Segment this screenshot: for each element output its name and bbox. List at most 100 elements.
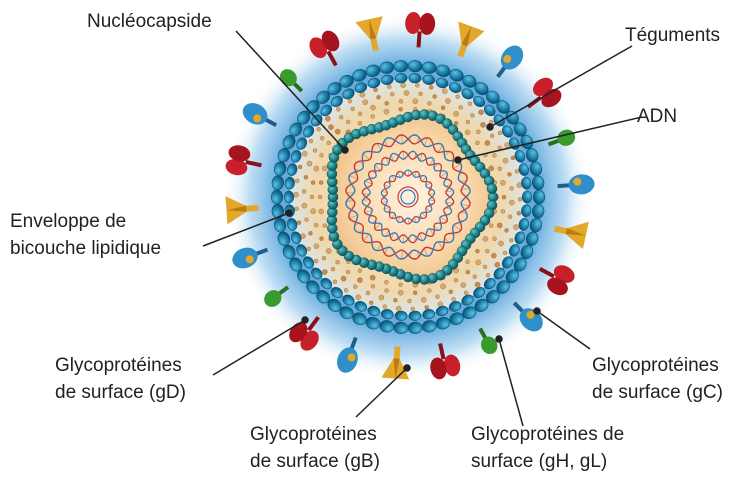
tegument-granule xyxy=(466,270,470,274)
tegument-granule xyxy=(468,102,472,106)
tegument-granule xyxy=(314,166,319,171)
tegument-granule xyxy=(485,140,490,145)
tegument-granule xyxy=(498,167,502,171)
tegument-granule xyxy=(399,283,403,287)
tegument-granule xyxy=(371,284,375,288)
tegument-granule xyxy=(454,278,458,282)
tegument-granule xyxy=(333,280,337,284)
label-gc-line1: Glycoprotéines xyxy=(592,352,723,379)
tegument-granule xyxy=(385,101,389,105)
tegument-granule xyxy=(483,265,487,269)
leader-dot-gh xyxy=(496,336,502,342)
tegument-granule xyxy=(466,260,470,264)
label-gd-line1: Glycoprotéines xyxy=(55,352,186,379)
tegument-granule xyxy=(483,236,488,241)
tegument-granule xyxy=(396,306,401,311)
tegument-granule xyxy=(302,151,307,156)
tegument-granule xyxy=(383,305,387,309)
virion xyxy=(224,11,595,381)
tegument-granule xyxy=(459,105,463,109)
label-gb-line2: de surface (gB) xyxy=(250,448,380,475)
tegument-granule xyxy=(319,209,324,214)
tegument-granule xyxy=(465,130,470,135)
tegument-granule xyxy=(501,209,505,213)
tegument-granule xyxy=(509,238,513,242)
label-envelope-line1: Enveloppe de xyxy=(10,208,161,235)
tegument-granule xyxy=(370,275,375,280)
tegument-granule xyxy=(336,260,340,264)
tegument-granule xyxy=(427,101,431,105)
tegument-granule xyxy=(440,284,445,289)
tegument-granule xyxy=(313,149,317,153)
tegument-granule xyxy=(328,125,333,130)
tegument-granule xyxy=(326,248,331,253)
tegument-granule xyxy=(351,107,355,111)
tegument-granule xyxy=(454,121,458,125)
tegument-granule xyxy=(493,237,497,241)
tegument-granule xyxy=(314,259,318,263)
tegument-granule xyxy=(370,105,375,110)
leader-line-gd xyxy=(213,320,305,375)
tegument-granule xyxy=(518,197,522,201)
tegument-granule xyxy=(309,139,313,143)
leader-dot-dna xyxy=(455,157,461,163)
tegument-granule xyxy=(490,134,494,138)
leader-line-gc xyxy=(537,311,590,349)
tegument-granule xyxy=(404,90,409,95)
tegument-granule xyxy=(341,276,346,281)
tegument-granule xyxy=(322,256,326,260)
tegument-granule xyxy=(466,120,470,124)
tegument-granule xyxy=(476,130,480,134)
tegument-granule xyxy=(348,99,352,103)
tegument-granule xyxy=(429,85,433,89)
leader-dot-tegument xyxy=(487,124,493,130)
tegument-granule xyxy=(497,223,502,228)
envelope-bead xyxy=(271,190,283,204)
label-gh-line1: Glycoprotéines de xyxy=(471,421,624,448)
tegument-granule xyxy=(498,241,503,246)
tegument-granule xyxy=(387,85,391,89)
tegument-granule xyxy=(493,153,497,157)
tegument-granule xyxy=(379,295,384,300)
label-dna: ADN xyxy=(637,103,677,130)
tegument-granule xyxy=(503,251,507,255)
tegument-granule xyxy=(485,249,489,253)
tegument-granule xyxy=(305,218,309,222)
tegument-granule xyxy=(307,161,312,166)
tegument-granule xyxy=(502,195,506,199)
label-tegument-text: Téguments xyxy=(625,22,720,49)
tegument-granule xyxy=(311,181,315,185)
tegument-granule xyxy=(413,99,418,104)
tegument-granule xyxy=(452,297,456,301)
tegument-granule xyxy=(393,298,397,302)
tegument-granule xyxy=(411,307,415,311)
tegument-granule xyxy=(325,116,330,121)
tegument-granule xyxy=(320,237,324,241)
label-envelope: Enveloppe de bicouche lipidique xyxy=(10,208,161,262)
tegument-granule xyxy=(358,121,362,125)
label-gd-line2: de surface (gD) xyxy=(55,379,186,406)
tegument-granule xyxy=(508,215,512,219)
tegument-granule xyxy=(508,172,512,176)
tegument-granule xyxy=(479,110,484,115)
tegument-granule xyxy=(319,181,323,185)
label-nucleocapsid-text: Nucléocapside xyxy=(87,8,212,35)
tegument-granule xyxy=(413,291,417,295)
label-gh: Glycoprotéines de surface (gH, gL) xyxy=(471,421,624,475)
capsid-bead xyxy=(487,184,497,194)
tegument-granule xyxy=(456,95,460,99)
tegument-granule xyxy=(489,224,493,228)
tegument-granule xyxy=(486,273,490,277)
tegument-granule xyxy=(419,92,423,96)
tegument-granule xyxy=(384,109,389,114)
tegument-granule xyxy=(374,88,378,92)
label-gc-line2: de surface (gC) xyxy=(592,379,723,406)
envelope-bead xyxy=(284,191,294,203)
tegument-granule xyxy=(363,100,368,105)
tegument-granule xyxy=(436,295,440,299)
tegument-granule xyxy=(442,89,447,94)
tegument-granule xyxy=(454,111,459,116)
tegument-granule xyxy=(369,301,373,305)
label-envelope-line2: bicouche lipidique xyxy=(10,235,161,262)
tegument-granule xyxy=(449,290,453,294)
